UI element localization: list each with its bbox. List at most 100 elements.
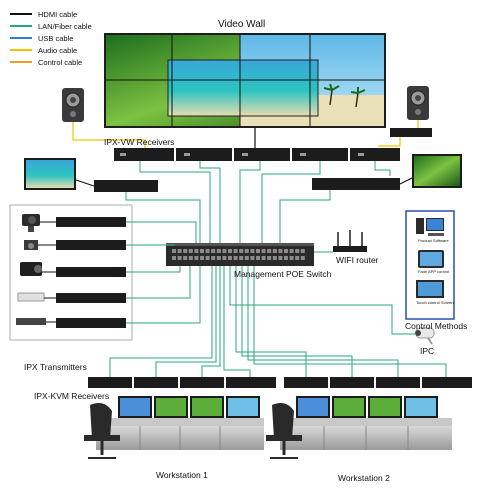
- switch-port: [205, 256, 210, 260]
- switch-port: [228, 256, 232, 260]
- switch-port: [300, 249, 305, 253]
- ipx-vw-receivers: [114, 148, 400, 161]
- ipx-transmitters-label: IPX Transmitters: [24, 362, 87, 372]
- switch-port: [200, 249, 204, 253]
- switch-port: [267, 256, 272, 260]
- switch-port: [244, 256, 249, 260]
- switch-port: [244, 249, 249, 253]
- side-monitor-right: [412, 154, 462, 188]
- switch-port: [177, 256, 182, 260]
- legend-swatch: [10, 61, 32, 63]
- wifi-router: [333, 230, 367, 252]
- touch-screen-icon: [416, 280, 444, 298]
- source-hdmi-cables: [38, 221, 56, 323]
- switch-port: [284, 249, 288, 253]
- source-camcorder: [20, 262, 42, 276]
- switch-port: [211, 256, 216, 260]
- workstation-2-graphic: [266, 396, 452, 459]
- tablet-icon: [418, 250, 444, 268]
- switch-port: [222, 249, 227, 253]
- switch-port: [233, 256, 238, 260]
- workstation-1-graphic: [84, 396, 264, 459]
- pc-tower-icon: [416, 218, 444, 236]
- switch-port: [278, 249, 283, 253]
- switch-port: [250, 249, 255, 253]
- speaker-right: [407, 86, 429, 120]
- control-item-label: Fade APP control: [418, 269, 450, 274]
- management-switch-label: Management POE Switch: [234, 269, 332, 279]
- speaker-left: [62, 88, 84, 122]
- switch-port: [216, 249, 221, 253]
- switch-port: [194, 249, 199, 253]
- management-poe-switch: [166, 243, 314, 266]
- legend-swatch: [10, 49, 32, 51]
- side-monitor-left: [24, 158, 76, 190]
- switch-port: [222, 256, 227, 260]
- ipc-camera: [415, 327, 435, 345]
- switch-port: [216, 256, 221, 260]
- switch-port: [233, 249, 238, 253]
- workstation-1-label: Workstation 1: [156, 470, 208, 480]
- switch-port: [200, 256, 204, 260]
- workstation-2-label: Workstation 2: [338, 473, 390, 483]
- ipx-vw-receivers-label: IPX-VW Receivers: [104, 137, 175, 147]
- legend-swatch: [10, 37, 32, 39]
- switch-port: [239, 249, 244, 253]
- source-set-top-box: [16, 318, 46, 325]
- ipx-kvm-receivers: [88, 377, 472, 388]
- legend-label: Control cable: [38, 57, 83, 67]
- switch-port: [256, 249, 260, 253]
- side-receiver-left: [94, 180, 158, 192]
- legend-item-audio: Audio cable: [10, 44, 92, 56]
- legend: HDMI cable LAN/Fiber cable USB cable Aud…: [10, 8, 92, 68]
- legend-item-hdmi: HDMI cable: [10, 8, 92, 20]
- legend-swatch: [10, 25, 32, 27]
- legend-label: HDMI cable: [38, 9, 78, 19]
- source-player: [17, 292, 45, 302]
- lan-cables: [109, 161, 447, 377]
- switch-port: [295, 256, 300, 260]
- wifi-router-label: WIFI router: [336, 255, 379, 265]
- switch-port: [295, 249, 300, 253]
- switch-port: [172, 256, 176, 260]
- switch-port: [177, 249, 182, 253]
- switch-port: [194, 256, 199, 260]
- legend-swatch: [10, 13, 32, 15]
- switch-port: [284, 256, 288, 260]
- side-receiver-right: [312, 178, 400, 190]
- source-camera: [22, 214, 40, 232]
- switch-port: [172, 249, 176, 253]
- switch-port: [267, 249, 272, 253]
- switch-port: [239, 256, 244, 260]
- switch-port: [183, 256, 188, 260]
- side-hdmi-cables: [75, 177, 413, 187]
- switch-port: [250, 256, 255, 260]
- switch-port: [289, 256, 294, 260]
- ipc-label: IPC: [420, 346, 435, 356]
- legend-item-usb: USB cable: [10, 32, 92, 44]
- legend-label: LAN/Fiber cable: [38, 21, 92, 31]
- switch-port: [228, 249, 232, 253]
- switch-port: [256, 256, 260, 260]
- switch-port: [261, 249, 266, 253]
- legend-item-lan: LAN/Fiber cable: [10, 20, 92, 32]
- audio-cables: [72, 120, 419, 148]
- video-wall: [104, 33, 386, 128]
- ipx-kvm-receivers-label: IPX-KVM Receivers: [34, 391, 110, 401]
- switch-port: [183, 249, 188, 253]
- switch-port: [300, 256, 305, 260]
- video-wall-label: Video Wall: [218, 19, 266, 30]
- ipx-transmitters: [56, 217, 126, 328]
- switch-port: [188, 256, 193, 260]
- switch-port: [205, 249, 210, 253]
- control-item-label: Product Software: [418, 238, 449, 243]
- control-item-label: Touch control Screen: [416, 300, 454, 305]
- legend-item-control: Control cable: [10, 56, 92, 68]
- switch-port: [272, 249, 277, 253]
- control-methods-label: Control Methods: [405, 321, 468, 331]
- legend-label: USB cable: [38, 33, 74, 43]
- audio-amplifier: [390, 128, 432, 137]
- switch-port: [261, 256, 266, 260]
- switch-port: [188, 249, 193, 253]
